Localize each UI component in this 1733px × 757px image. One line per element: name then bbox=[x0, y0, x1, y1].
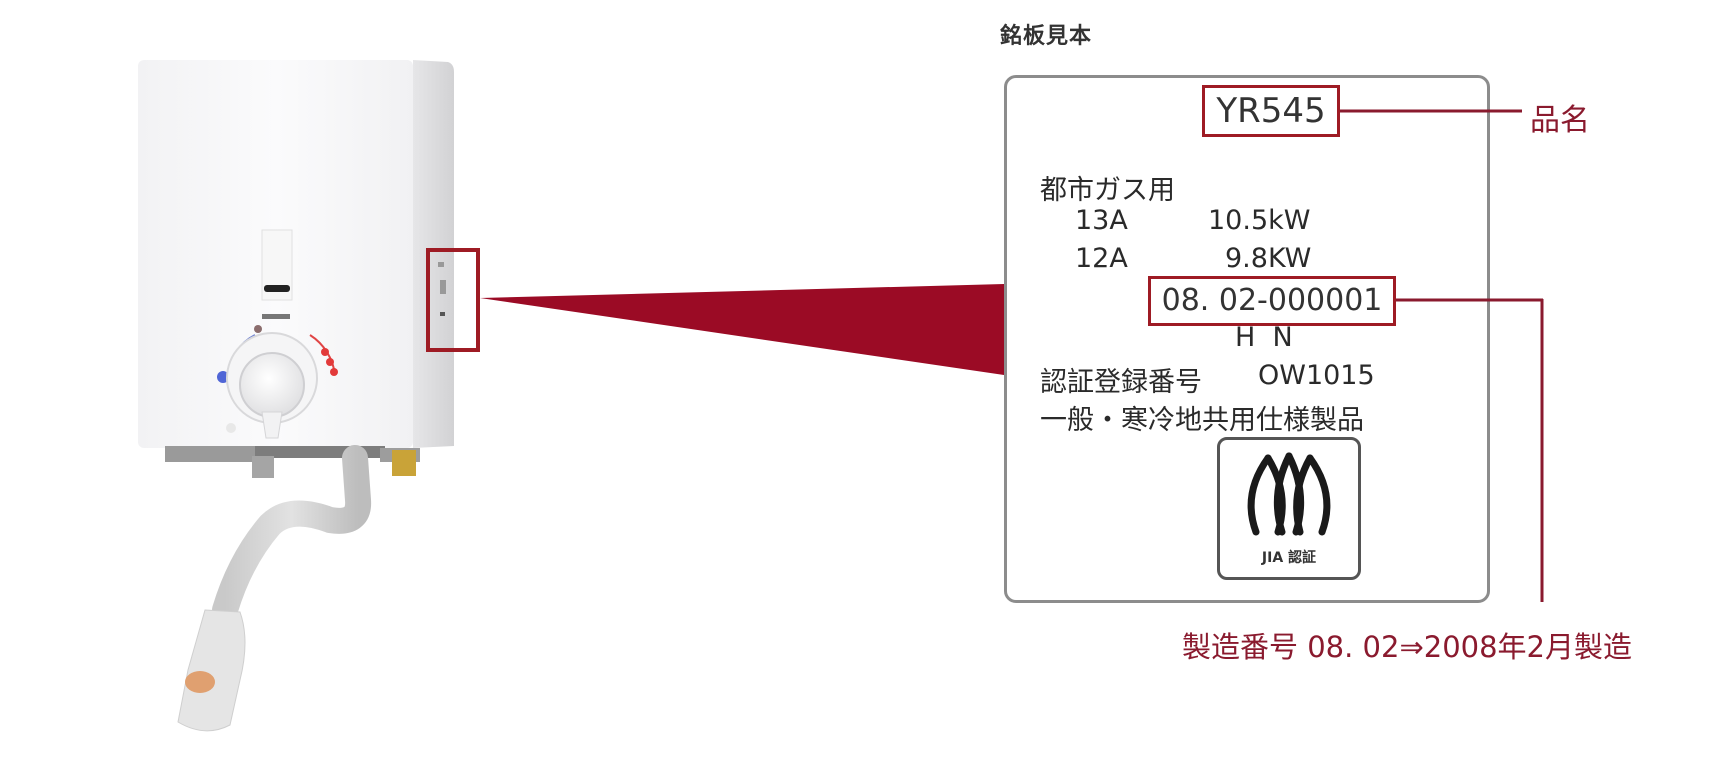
cold-indicator-icon bbox=[217, 371, 229, 383]
gas-type-text: 都市ガス用 bbox=[1040, 175, 1175, 206]
nameplate-location-highlight bbox=[426, 248, 480, 352]
jia-certification-mark: JIA 認証 bbox=[1217, 437, 1361, 580]
cert-label: 認証登録番号 bbox=[1040, 367, 1202, 398]
gas-12a-label: 12A bbox=[1075, 243, 1128, 274]
hn-marking: H N bbox=[1235, 322, 1293, 353]
gas-12a-power: 9.8KW bbox=[1225, 243, 1312, 274]
gas-13a-label: 13A bbox=[1075, 205, 1128, 236]
spec-text: 一般・寒冷地共用仕様製品 bbox=[1040, 405, 1364, 436]
serial-number-explanation: 製造番号 08. 02⇒2008年2月製造 bbox=[1182, 630, 1633, 664]
cert-number: OW1015 bbox=[1258, 360, 1375, 391]
nameplate-sample bbox=[1004, 75, 1490, 603]
serial-number-box: 08. 02-000001 bbox=[1148, 276, 1396, 326]
flexible-hose bbox=[212, 445, 372, 623]
model-name-label: 品名 bbox=[1530, 103, 1590, 138]
nameplate-title: 銘板見本 bbox=[1000, 24, 1093, 49]
water-heater-illustration bbox=[138, 60, 480, 732]
jia-label: JIA 認証 bbox=[1261, 550, 1317, 566]
model-number-box: YR545 bbox=[1202, 85, 1340, 137]
flame-icon bbox=[1247, 452, 1331, 536]
gas-13a-power: 10.5kW bbox=[1208, 205, 1311, 236]
spout-head bbox=[177, 609, 246, 732]
water-heater-image bbox=[0, 0, 520, 757]
spout-button bbox=[185, 671, 215, 693]
